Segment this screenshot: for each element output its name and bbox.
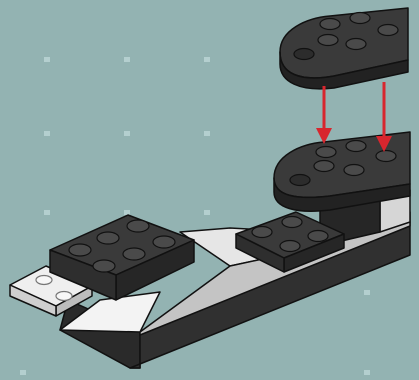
instruction-illustration [0, 0, 419, 380]
